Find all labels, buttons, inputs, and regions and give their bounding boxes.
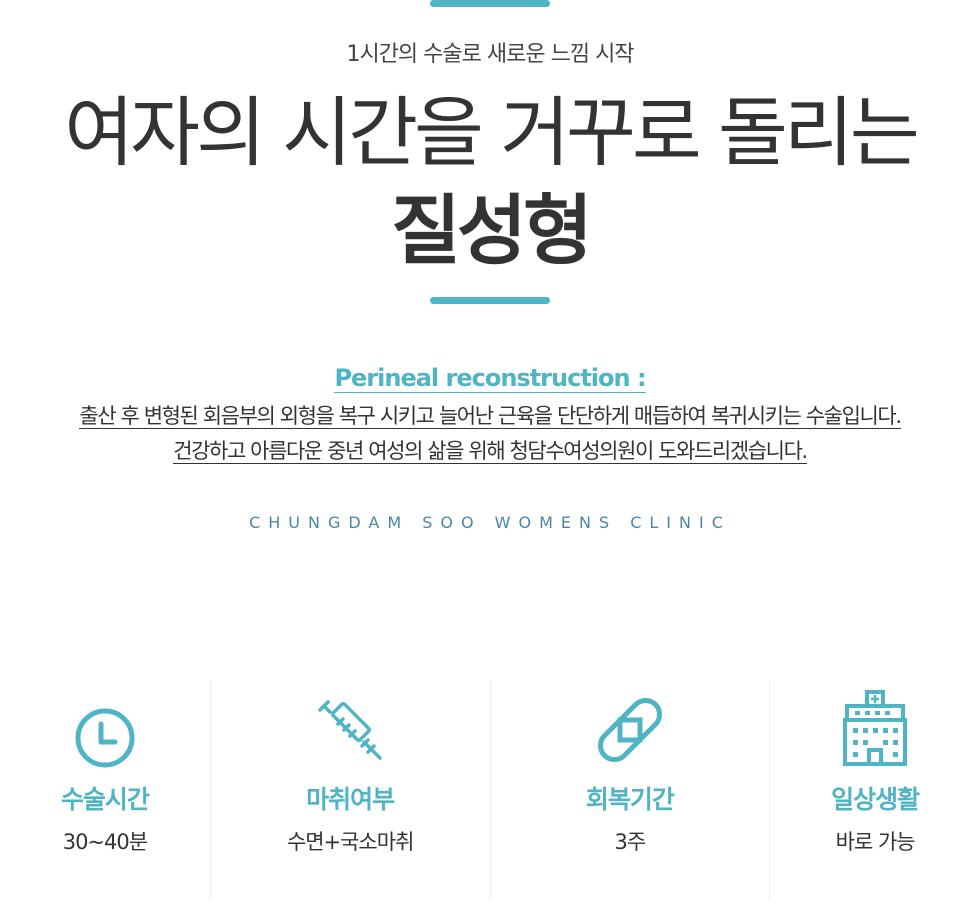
- hospital-icon: [843, 690, 908, 766]
- description-line: 출산 후 변형된 회음부의 외형을 복구 시키고 늘어난 근육을 단단하게 매듭…: [79, 404, 902, 429]
- feature-value: 바로 가능: [835, 830, 916, 854]
- divider-accent-bar: [430, 297, 550, 304]
- feature-value: 수면+국소마취: [286, 830, 415, 854]
- product-title: 질성형: [391, 186, 593, 275]
- feature-title: 수술시간: [60, 785, 150, 814]
- top-accent-bar: [430, 0, 550, 7]
- feature-title: 회복기간: [585, 785, 675, 814]
- feature-value: 30~40분: [62, 830, 148, 854]
- feature-title: 마취여부: [306, 785, 395, 814]
- feature-daily-life: 일상생활 바로 가능: [769, 680, 980, 900]
- description-line: 건강하고 아름다운 중년 여성의 삶을 위해 청담수여성의원이 도와드리겠습니다…: [173, 439, 808, 464]
- headline: 여자의 시간을 거꾸로 돌리는: [64, 88, 920, 177]
- clock-icon: [75, 708, 135, 768]
- feature-anesthesia: 마취여부 수면+국소마취: [209, 680, 490, 900]
- kicker-text: 1시간의 수술로 새로운 느낌 시작: [346, 42, 634, 67]
- syringe-icon: [318, 700, 382, 760]
- feature-recovery: 회복기간 3주: [489, 680, 770, 900]
- bandage-icon: [597, 697, 662, 763]
- feature-value: 3주: [614, 830, 647, 854]
- clinic-name: CHUNGDAM SOO WOMENS CLINIC: [249, 513, 731, 532]
- feature-list: 수술시간 30~40분 마취여부 수면+국소마취 회복기간 3주: [0, 680, 980, 900]
- feature-surgery-time: 수술시간 30~40분: [0, 680, 210, 900]
- feature-title: 일상생활: [831, 785, 920, 814]
- description-title: Perineal reconstruction :: [334, 364, 647, 393]
